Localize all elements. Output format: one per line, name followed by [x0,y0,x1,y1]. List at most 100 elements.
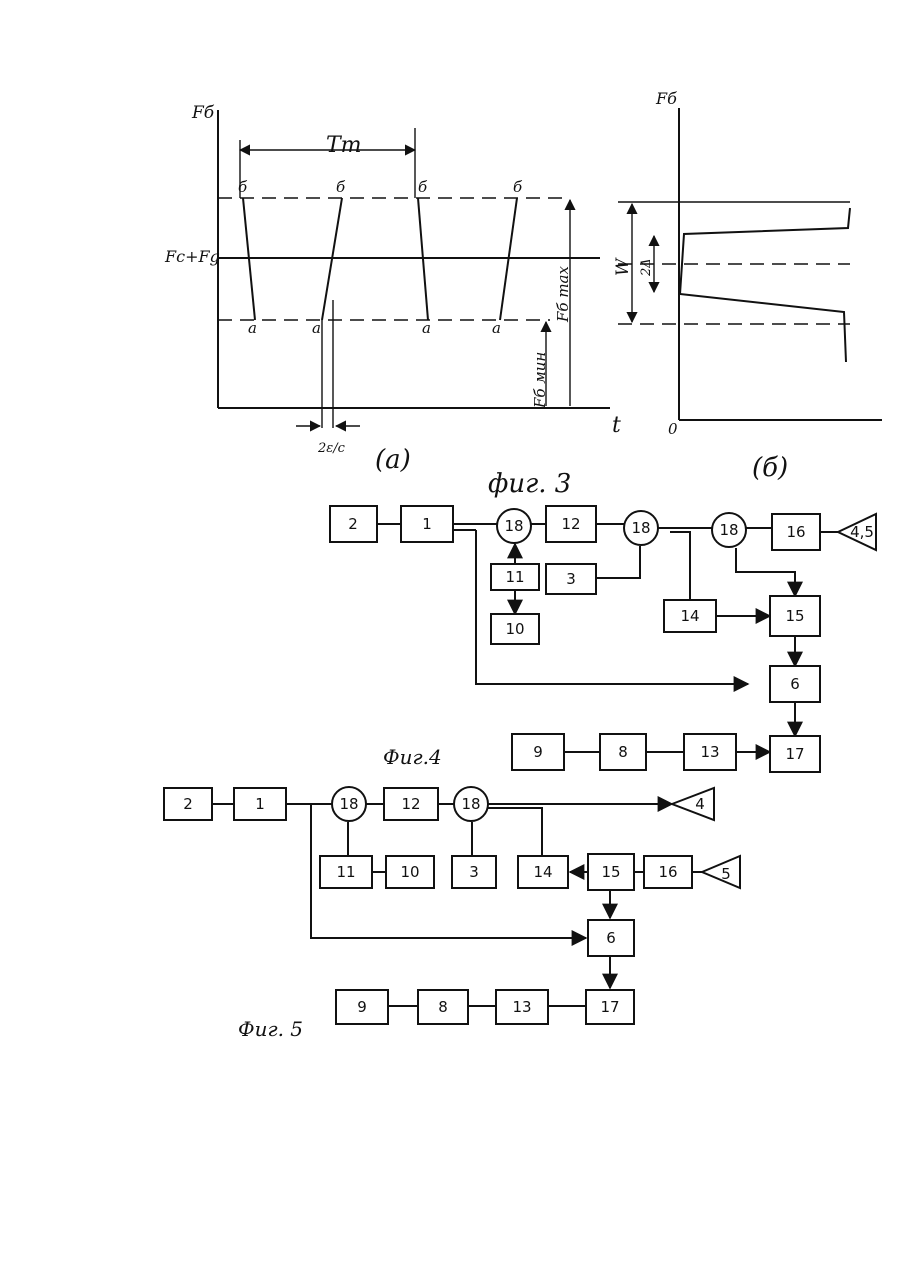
fig3-panel-b: Fб 0 W 2Δ (б) [613,89,882,483]
svg-text:18: 18 [461,795,480,813]
block-2: 2 [330,506,377,542]
block-13: 13 [684,734,736,770]
svg-text:15: 15 [601,863,620,881]
svg-text:9: 9 [533,743,543,761]
block-17: 17 [770,736,820,772]
f5-block-15: 15 [588,854,634,890]
point-b3: б [418,178,428,196]
svg-text:11: 11 [505,568,524,586]
svg-text:18: 18 [719,521,738,539]
b-characteristic-curve [680,208,850,362]
f5-block-13: 13 [496,990,548,1024]
fig5-connections [212,804,702,1006]
delta-label: 2ε/c [317,441,346,456]
svg-text:3: 3 [566,570,576,588]
block-9: 9 [512,734,564,770]
block-8: 8 [600,734,646,770]
point-a1: а [248,319,257,337]
b-origin-label: 0 [668,420,678,438]
block-14: 14 [664,600,716,632]
block-6: 6 [770,666,820,702]
f5-antenna-5: 5 [702,856,740,888]
fig4-connections [377,524,838,752]
fig5-caption: Фиг. 5 [238,1017,303,1041]
svg-text:18: 18 [339,795,358,813]
fig4-block-diagram: 2 1 18 12 18 18 16 4,5 11 10 3 14 15 6 9… [330,506,876,772]
svg-text:11: 11 [336,863,355,881]
svg-text:15: 15 [785,607,804,625]
point-a3: а [422,319,431,337]
svg-text:6: 6 [606,929,616,947]
svg-text:4,5: 4,5 [850,523,874,541]
fig4-caption: Фиг.4 [383,745,442,769]
f5-block-14: 14 [518,856,568,888]
svg-text:16: 16 [786,523,805,541]
block-3: 3 [546,564,596,594]
f5-block-1: 1 [234,788,286,820]
svg-text:6: 6 [790,675,800,693]
svg-text:13: 13 [512,998,531,1016]
svg-text:1: 1 [422,515,432,533]
circulator-18-c: 18 [712,513,746,547]
f5-block-17: 17 [586,990,634,1024]
svg-text:10: 10 [505,620,524,638]
panel-a-sublabel: (а) [375,445,411,475]
f5-block-16: 16 [644,856,692,888]
f5-antenna-4: 4 [672,788,714,820]
point-b2: б [336,178,346,196]
b-y-axis-label: Fб [655,89,677,108]
f5-block-3: 3 [452,856,496,888]
point-a4: а [492,319,501,337]
max-label: Fб max [554,266,572,323]
block-1: 1 [401,506,453,542]
svg-text:3: 3 [469,863,479,881]
svg-text:16: 16 [658,863,677,881]
block-10: 10 [491,614,539,644]
svg-text:10: 10 [400,863,419,881]
panel-b-sublabel: (б) [752,453,788,483]
point-b1: б [238,178,248,196]
f5-block-8: 8 [418,990,468,1024]
svg-text:2: 2 [183,795,193,813]
svg-text:1: 1 [255,795,265,813]
w-label: W [613,257,633,276]
svg-text:18: 18 [631,519,650,537]
circulator-18-b: 18 [624,511,658,545]
fig3-caption: фиг. 3 [488,469,571,499]
f5-block-11: 11 [320,856,372,888]
x-axis-label: t [612,413,621,438]
block-16: 16 [772,514,820,550]
svg-text:5: 5 [721,865,731,883]
f5-circulator-18-a: 18 [332,787,366,821]
y-axis-label: Fб [191,103,215,123]
b-delta-label: 2Δ [639,258,654,277]
svg-text:18: 18 [504,517,523,535]
period-label: Tm [326,133,362,158]
block-11: 11 [491,564,539,590]
fig5-block-diagram: 2 1 18 12 18 4 11 10 3 14 15 16 5 6 9 8 … [164,787,740,1024]
svg-text:14: 14 [680,607,699,625]
f5-block-10: 10 [386,856,434,888]
svg-text:4: 4 [695,795,705,813]
f5-block-12: 12 [384,788,438,820]
svg-text:17: 17 [785,745,804,763]
svg-text:14: 14 [533,863,552,881]
svg-text:2: 2 [348,515,358,533]
fig3-panel-a: Fб t Tm Fc+Fg б б б б а а а а 2ε/c [164,103,621,475]
svg-text:8: 8 [618,743,628,761]
min-label: Fб мин [531,352,549,409]
svg-text:17: 17 [600,998,619,1016]
f5-circulator-18-b: 18 [454,787,488,821]
point-b4: б [513,178,523,196]
f5-block-2: 2 [164,788,212,820]
svg-text:12: 12 [401,795,420,813]
svg-text:8: 8 [438,998,448,1016]
point-a2: а [312,319,321,337]
f5-block-6: 6 [588,920,634,956]
antenna-4-5: 4,5 [838,514,876,550]
sum-level-label: Fc+Fg [164,247,220,266]
block-12: 12 [546,506,596,542]
f5-block-9: 9 [336,990,388,1024]
svg-text:13: 13 [700,743,719,761]
